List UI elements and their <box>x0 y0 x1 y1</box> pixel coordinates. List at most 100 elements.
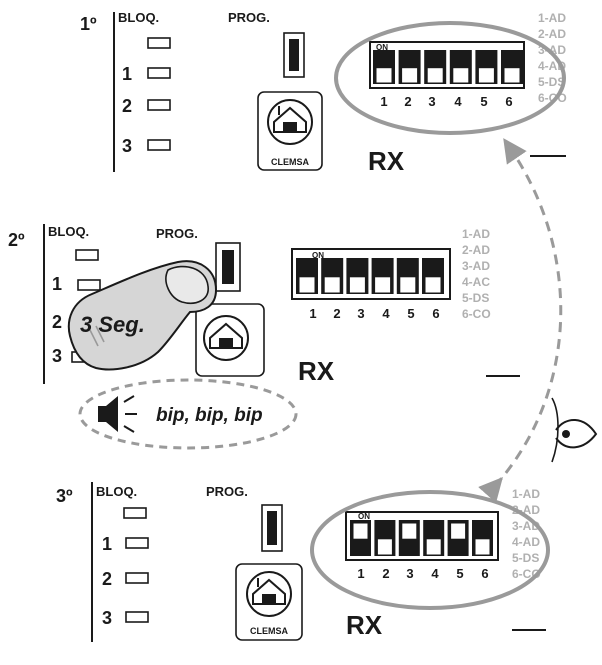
dip-switches <box>373 50 523 84</box>
dip-switch-5 <box>396 258 419 294</box>
row-2-led <box>125 572 149 584</box>
dip-switch-6 <box>501 50 523 84</box>
sound-bubble: bip, bip, bip <box>78 378 298 450</box>
dip-number: 6 <box>432 306 439 321</box>
rx-label: RX <box>298 356 335 386</box>
row-2-label: 2 <box>52 312 62 332</box>
row-1-label: 1 <box>102 534 112 554</box>
step-2-panel: 2º BLOQ. PROG. 1 2 3 3 Seg. RX ON 1 2 <box>8 224 598 463</box>
dip-switch-2 <box>374 520 396 556</box>
dip-lever <box>376 538 393 556</box>
highlight-ellipse <box>310 490 550 610</box>
clemsa-logo: CLEMSA <box>257 91 323 171</box>
dip-lever <box>375 67 393 84</box>
side-label: 5-DS <box>538 75 565 89</box>
dip-number: 1 <box>309 306 316 321</box>
dip-switches <box>296 258 444 294</box>
bloq-label: BLOQ. <box>118 10 159 25</box>
row-3-label: 3 <box>122 136 132 156</box>
dip-switch-block: ON <box>369 41 525 89</box>
side-label: 5-DS <box>462 291 489 305</box>
bloq-label: BLOQ. <box>48 224 89 239</box>
dip-lever <box>477 67 495 84</box>
dip-switch-5 <box>475 50 498 84</box>
dip-switch-1 <box>373 50 395 84</box>
row-3-label: 3 <box>52 346 62 366</box>
dip-switch-4 <box>449 50 472 84</box>
dip-number: 2 <box>404 94 411 109</box>
dip-lever <box>503 67 521 84</box>
dip-lever <box>474 538 491 556</box>
dip-number: 5 <box>456 566 463 581</box>
dip-number: 5 <box>480 94 487 109</box>
side-label: 2-AD <box>538 27 566 41</box>
dip-lever <box>298 276 316 294</box>
dip-lever <box>348 276 366 294</box>
dip-lever <box>426 67 444 84</box>
dip-lever <box>323 276 341 294</box>
dip-number: 4 <box>431 566 439 581</box>
dip-number-row: 1 2 3 4 5 6 <box>380 94 512 109</box>
finger-nail <box>165 265 209 304</box>
side-label: 4-AC <box>462 275 490 289</box>
row-2-label: 2 <box>122 96 132 116</box>
dip-number: 1 <box>380 94 387 109</box>
dip-switch-3 <box>346 258 369 294</box>
row-3-led <box>125 611 149 623</box>
dip-number: 6 <box>481 566 488 581</box>
step-1-label: 1º <box>80 14 97 34</box>
side-label: 1-AD <box>512 487 540 501</box>
bloq-led <box>75 249 99 261</box>
side-label: 4-AD <box>512 535 540 549</box>
dip-number: 6 <box>505 94 512 109</box>
dip-on-label: ON <box>358 512 370 521</box>
bloq-label: BLOQ. <box>96 484 137 499</box>
dip-number-row: 1 2 3 4 5 6 <box>357 566 488 581</box>
dip-number: 3 <box>406 566 413 581</box>
dip-switch-6 <box>422 258 444 294</box>
finger-crease <box>95 325 105 343</box>
dip-switch-6 <box>472 520 493 556</box>
dip-number: 4 <box>382 306 390 321</box>
dip-on-label: ON <box>376 43 388 52</box>
sound-label: bip, bip, bip <box>156 405 263 426</box>
dip-lever <box>399 276 417 294</box>
bloq-led <box>123 507 147 519</box>
rx-label: RX <box>346 610 383 640</box>
dip-switch-2 <box>321 258 344 294</box>
dip-lever <box>450 522 467 540</box>
clemsa-logo: CLEMSA <box>235 563 303 641</box>
dip-lever <box>401 522 418 540</box>
side-labels: 1-AD 2-AD 3-AD 4-AC 5-DS 6-CO <box>462 227 491 321</box>
dip-lever <box>374 276 392 294</box>
dip-number-row: 1 2 3 4 5 6 <box>309 306 439 321</box>
rx-label: RX <box>368 146 405 176</box>
side-label: 3-AD <box>462 259 490 273</box>
finger-crease <box>89 329 99 347</box>
dip-number: 1 <box>357 566 364 581</box>
highlight-ellipse <box>334 21 566 135</box>
row-1-led <box>77 279 101 291</box>
dip-switch-3 <box>424 50 447 84</box>
dip-number: 5 <box>407 306 414 321</box>
row-1-led <box>125 537 149 549</box>
dip-switch-4 <box>423 520 445 556</box>
row-3-label: 3 <box>102 608 112 628</box>
prog-button-core <box>267 511 277 545</box>
dip-switch-1 <box>296 258 318 294</box>
dip-switch-3 <box>398 520 420 556</box>
dip-lever <box>424 276 442 294</box>
clemsa-logo-text: CLEMSA <box>250 626 289 636</box>
dip-switch-1 <box>350 520 371 556</box>
row-2-label: 2 <box>102 569 112 589</box>
side-label: 2-AD <box>462 243 490 257</box>
dashed-curved-arrow <box>478 138 563 503</box>
dip-switches <box>350 520 493 556</box>
row-3-led <box>147 139 171 151</box>
row-1-label: 1 <box>122 64 132 84</box>
side-label: 5-DS <box>512 551 539 565</box>
dip-on-label: ON <box>312 251 324 260</box>
step-1-panel: 1º BLOQ. PROG. 1 2 3 CLEMSA RX ON 1 2 <box>80 10 567 176</box>
step-3-label: 3º <box>56 486 73 506</box>
